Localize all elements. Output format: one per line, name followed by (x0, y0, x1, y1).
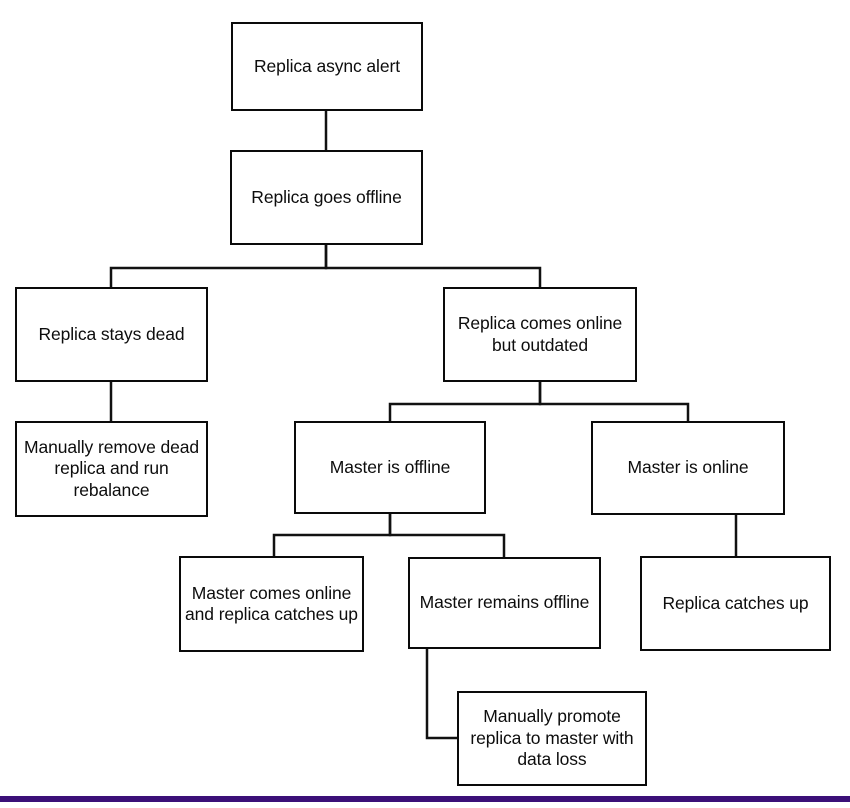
node-master-is-online[interactable]: Master is online (591, 421, 785, 515)
node-replica-stays-dead[interactable]: Replica stays dead (15, 287, 208, 382)
node-label-manually-promote-replica: Manually promote replica to master with … (470, 706, 634, 770)
node-replica-catches-up[interactable]: Replica catches up (640, 556, 831, 651)
node-label-master-is-offline: Master is offline (329, 456, 451, 477)
node-label-replica-async-alert: Replica async alert (254, 55, 400, 76)
node-label-replica-stays-dead: Replica stays dead (38, 323, 185, 344)
node-label-master-comes-online-and-replica-catches-up: Master comes online and replica catches … (185, 582, 358, 624)
connector-master-offline-to-master-remains-offline (388, 512, 506, 559)
connector-comes-online-to-master-offline (388, 380, 542, 423)
connector-goes-offline-to-comes-online (324, 243, 542, 289)
node-master-is-offline[interactable]: Master is offline (294, 421, 486, 514)
node-label-manually-remove-dead-replica: Manually remove dead replica and run reb… (23, 436, 200, 500)
connector-comes-online-to-master-online (538, 380, 690, 423)
node-master-comes-online-and-replica-catches-up[interactable]: Master comes online and replica catches … (179, 556, 364, 652)
node-label-replica-goes-offline: Replica goes offline (251, 186, 402, 207)
connector-master-remains-offline-to-manually-promote (425, 647, 459, 740)
footer-rule (0, 796, 850, 802)
connector-master-offline-to-master-comes-online (272, 512, 392, 558)
node-manually-promote-replica[interactable]: Manually promote replica to master with … (457, 691, 647, 786)
node-master-remains-offline[interactable]: Master remains offline (408, 557, 601, 649)
node-label-replica-catches-up: Replica catches up (662, 592, 809, 613)
node-label-master-is-online: Master is online (627, 457, 749, 478)
node-manually-remove-dead-replica[interactable]: Manually remove dead replica and run reb… (15, 421, 208, 517)
node-replica-async-alert[interactable]: Replica async alert (231, 22, 423, 111)
node-label-master-remains-offline: Master remains offline (419, 592, 590, 613)
node-replica-comes-online-but-outdated[interactable]: Replica comes online but outdated (443, 287, 637, 382)
node-label-replica-comes-online-but-outdated: Replica comes online but outdated (457, 313, 623, 355)
connector-goes-offline-to-stays-dead (109, 243, 328, 289)
node-replica-goes-offline[interactable]: Replica goes offline (230, 150, 423, 245)
